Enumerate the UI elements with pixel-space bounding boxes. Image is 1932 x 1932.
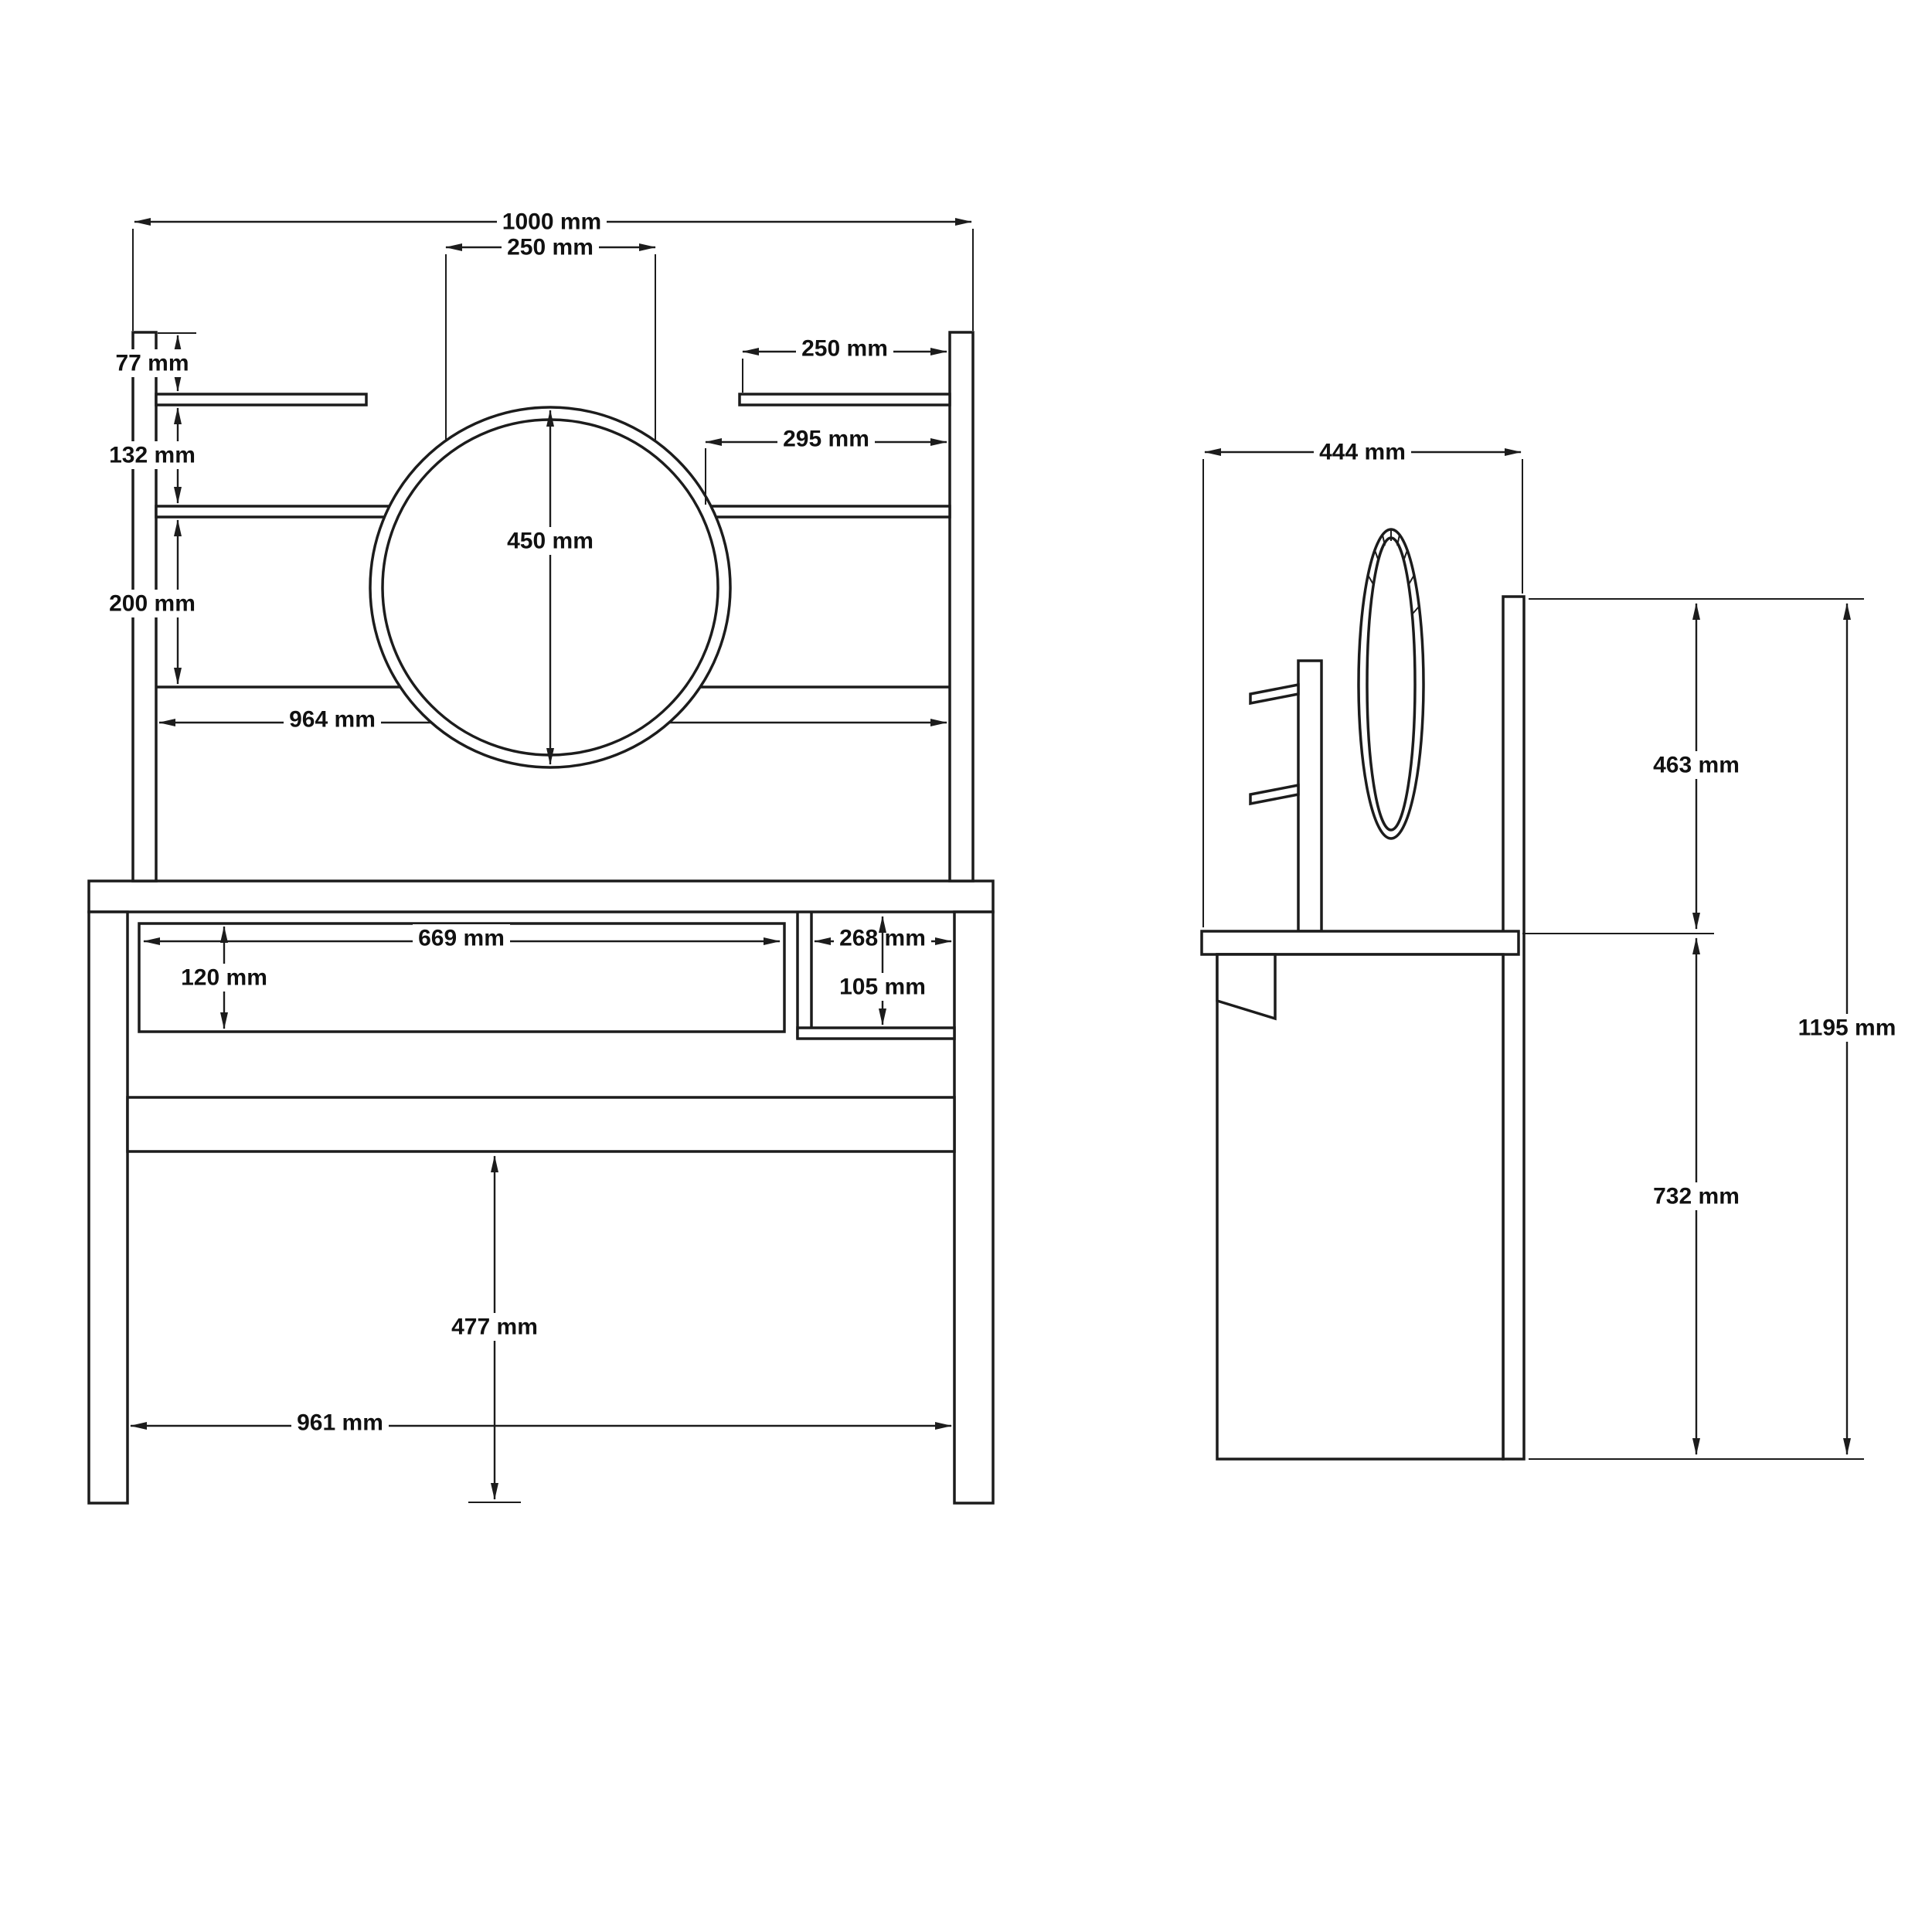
dim-label-total-height: 1195 mm <box>1798 1015 1896 1041</box>
front-view: 450 mm 1000 mm 250 mm 77 mm <box>87 208 995 1505</box>
dim-total-height: 1195 mm <box>1529 603 1902 1460</box>
dim-label-right-upper-shelf-width: 250 mm <box>801 336 888 362</box>
dim-label-hutch-inner-width: 964 mm <box>289 707 376 733</box>
dim-label-shelf-spacing: 132 mm <box>109 443 196 468</box>
dim-shelf-spacing: 132 mm <box>104 407 201 504</box>
desk-top-side <box>1200 930 1520 956</box>
dim-inner-width: 961 mm <box>130 1409 952 1437</box>
side-view: 444 mm 463 mm 1195 mm 732 mm <box>1200 438 1902 1461</box>
side-shelf-lower <box>1249 783 1300 806</box>
hutch-right-panel <box>948 331 975 883</box>
dim-overall-width: 1000 mm <box>132 208 974 331</box>
side-dimensions: 444 mm 463 mm 1195 mm 732 mm <box>1202 438 1902 1460</box>
niche-shelf <box>796 1026 956 1040</box>
dim-hutch-inner-width-label: 964 mm <box>284 706 381 733</box>
desk-right-leg <box>953 910 995 1505</box>
dim-label-lower-shelf-offset: 200 mm <box>109 591 196 617</box>
dim-label-drawer-width: 669 mm <box>418 926 505 951</box>
dim-upper-section-height: 463 mm <box>1522 598 1864 934</box>
hutch-side <box>1249 659 1323 933</box>
dim-depth: 444 mm <box>1202 438 1523 927</box>
left-upper-shelf <box>155 393 368 406</box>
dim-label-top-shelf-offset: 77 mm <box>115 351 189 376</box>
dim-leg-clearance-height: 477 mm <box>446 1155 543 1503</box>
desk-side <box>1200 930 1520 1461</box>
dim-label-drawer-height: 120 mm <box>181 965 267 991</box>
back-panel-side <box>1502 595 1526 1461</box>
dim-right-lower-shelf-width: 295 mm <box>705 425 947 505</box>
left-lower-shelf <box>155 505 406 519</box>
right-lower-shelf <box>701 505 951 519</box>
desk-back-rail <box>126 1096 956 1153</box>
dim-worktop-height: 732 mm <box>1648 937 1745 1455</box>
dim-label-worktop-height: 732 mm <box>1653 1184 1740 1209</box>
dim-niche-height: 105 mm <box>834 916 931 1026</box>
dim-label-upper-section-height: 463 mm <box>1653 753 1740 778</box>
dim-drawer-width: 669 mm <box>143 924 781 952</box>
mirror-side <box>1357 528 1425 840</box>
dim-label-inner-width: 961 mm <box>297 1410 383 1436</box>
dim-label-leg-clearance-height: 477 mm <box>451 1315 538 1340</box>
dim-top-shelf-offset: 77 mm <box>110 332 196 392</box>
right-upper-shelf <box>738 393 951 406</box>
dim-mirror-panel-width: 250 mm <box>445 233 656 261</box>
hutch-side-panel <box>1297 659 1323 933</box>
front-dimensions: 450 mm 1000 mm 250 mm 77 mm <box>104 208 974 1503</box>
dim-drawer-height: 120 mm <box>175 926 273 1029</box>
drawer-side <box>1216 953 1277 1021</box>
dim-label-niche-height: 105 mm <box>839 975 926 1000</box>
mirror-rim-hatch <box>1367 529 1420 614</box>
dim-label-depth: 444 mm <box>1319 440 1406 465</box>
side-shelf-upper <box>1249 682 1300 706</box>
dim-label-right-lower-shelf-width: 295 mm <box>783 427 869 452</box>
side-panel <box>1216 953 1505 1461</box>
dim-right-upper-shelf-width: 250 mm <box>742 335 947 393</box>
dim-lower-shelf-offset: 200 mm <box>104 519 201 685</box>
dim-label-mirror-panel-width: 250 mm <box>507 235 594 260</box>
dim-mirror-diameter: 450 mm <box>502 410 599 765</box>
hutch-front <box>131 331 975 883</box>
dim-label-mirror-diameter: 450 mm <box>507 529 594 554</box>
dim-label-overall-width: 1000 mm <box>502 209 601 235</box>
desk-left-leg <box>87 910 129 1505</box>
desk-top-front <box>87 879 995 913</box>
